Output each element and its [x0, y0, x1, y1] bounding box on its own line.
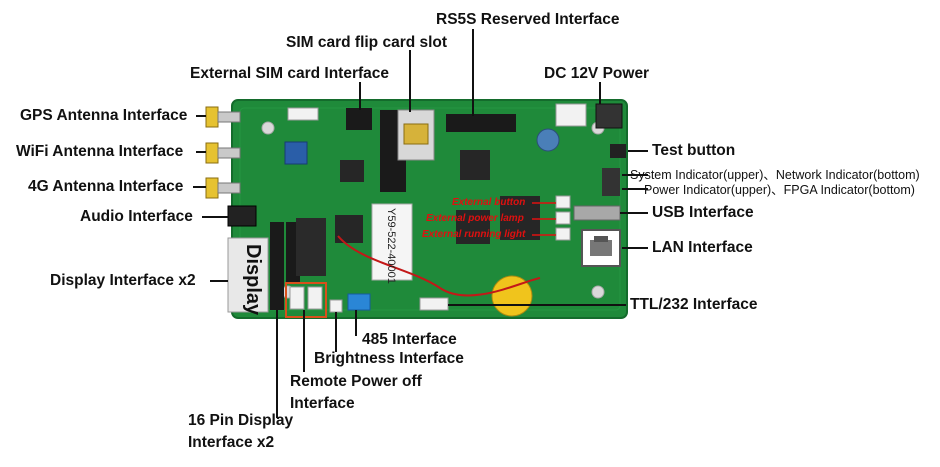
red-leader-lines [532, 202, 556, 236]
label-test-button: Test button [652, 142, 736, 159]
rs485-terminal [347, 293, 371, 311]
label-remote-power-1: Remote Power off [290, 373, 422, 390]
label-remote-power-2: Interface [290, 395, 355, 412]
label-external-button: External button [452, 197, 526, 208]
label-external-power-lamp: External power lamp [426, 213, 524, 224]
chip-label-text: Y59-522-40001 [385, 208, 397, 284]
capacitor [536, 128, 560, 152]
label-ttl: TTL/232 Interface [630, 296, 758, 313]
leader-lines [193, 29, 648, 418]
mounting-hole [591, 285, 605, 299]
label-external-running-light: External running light [422, 229, 526, 240]
16pin-connector [270, 222, 284, 310]
chip [456, 210, 490, 244]
dc-jack [595, 103, 623, 129]
mounting-hole [261, 121, 275, 135]
external-sim-connector [346, 108, 372, 130]
red-wire [337, 235, 541, 297]
wifi-module [284, 141, 308, 165]
brightness-connector [329, 299, 343, 313]
ethernet-port-icon [581, 229, 621, 267]
display-sticker-text: Display [242, 244, 264, 316]
chip [340, 160, 364, 182]
label-gps: GPS Antenna Interface [20, 107, 188, 124]
highlight-box [285, 282, 327, 318]
ttl-connector [419, 297, 449, 311]
label-indicator-upper: System Indicator(upper)、Network Indicato… [630, 168, 920, 182]
display-sticker-block [227, 237, 269, 313]
label-4g: 4G Antenna Interface [28, 178, 184, 195]
label-dc-power: DC 12V Power [544, 65, 650, 82]
label-wifi: WiFi Antenna Interface [16, 143, 184, 160]
4g-antenna-connector [205, 177, 241, 199]
label-sim-flip-slot: SIM card flip card slot [286, 34, 448, 51]
test-button [610, 144, 626, 158]
label-brightness: Brightness Interface [314, 350, 464, 367]
label-16pin-2: Interface x2 [188, 434, 275, 451]
small-connector [555, 195, 571, 209]
label-usb: USB Interface [652, 204, 754, 221]
rs5s-connector [446, 114, 516, 132]
label-external-sim: External SIM card Interface [190, 65, 389, 82]
label-indicator-lower: Power Indicator(upper)、FPGA Indicator(bo… [644, 183, 915, 197]
label-485: 485 Interface [362, 331, 457, 348]
usb-port [573, 205, 621, 221]
label-display-x2: Display Interface x2 [50, 272, 196, 289]
audio-jack [227, 205, 257, 227]
chip [460, 150, 490, 180]
small-connector [555, 227, 571, 241]
small-connector [555, 211, 571, 225]
top-connector [287, 107, 319, 121]
sim-gold [403, 123, 429, 145]
label-16pin-1: 16 Pin Display [188, 412, 294, 429]
indicator-leds [602, 168, 620, 196]
dc-power-connector [555, 103, 587, 127]
white-connector [307, 286, 323, 310]
white-connector [289, 286, 305, 310]
label-audio: Audio Interface [80, 208, 193, 225]
label-lan: LAN Interface [652, 239, 753, 256]
label-rs5s: RS5S Reserved Interface [436, 11, 620, 28]
main-chip [296, 218, 326, 276]
